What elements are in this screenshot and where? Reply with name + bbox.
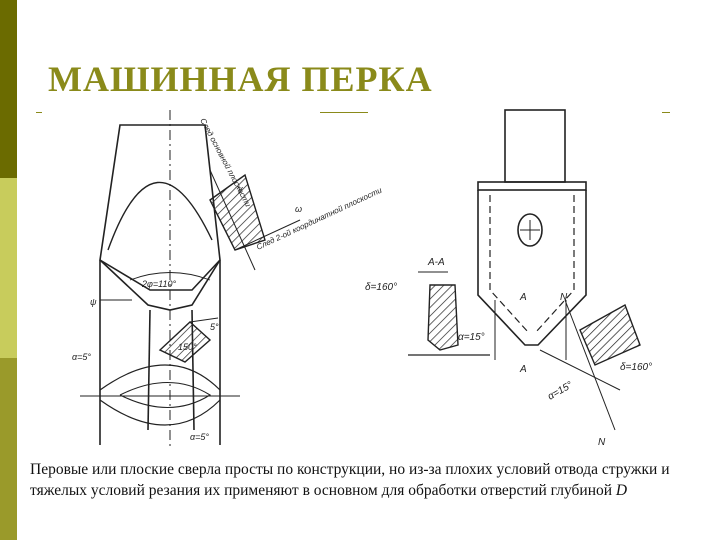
label-angle-psi: ψ bbox=[90, 297, 97, 307]
sidebar-decoration bbox=[0, 0, 17, 540]
section-aa-detail bbox=[408, 271, 490, 356]
label-alpha-5: α=5° bbox=[72, 352, 91, 362]
caption-symbol: D bbox=[615, 482, 628, 499]
label-point-n-bottom: N bbox=[598, 437, 606, 448]
label-delta-160-right: δ=160° bbox=[620, 362, 652, 373]
hatched-section-lower bbox=[158, 317, 219, 363]
drill-diagram: След основной плоскости След 2-ой коорди… bbox=[72, 109, 652, 450]
label-second-plane: След 2-ой координатной плоскости bbox=[255, 185, 384, 251]
slide-caption: Перовые или плоские сверла просты по кон… bbox=[30, 459, 670, 501]
sidebar-block-bottom bbox=[0, 358, 17, 540]
label-angle-gamma: γ bbox=[238, 184, 243, 194]
label-delta-160-left: δ=160° bbox=[365, 282, 397, 293]
slide-title: МАШИННАЯ ПЕРКА bbox=[48, 59, 433, 99]
label-section-aa: А-А bbox=[427, 257, 445, 268]
title-rule-right bbox=[662, 112, 670, 113]
label-point-a-bottom: А bbox=[519, 364, 527, 375]
label-alpha-5-bottom: α=5° bbox=[190, 432, 209, 442]
label-angle-5: 5° bbox=[210, 322, 219, 332]
label-alpha-15-left: α=15° bbox=[458, 332, 485, 343]
hatched-section-upper bbox=[209, 169, 301, 271]
label-angle-omega: ω bbox=[295, 204, 302, 214]
title-rule-middle bbox=[320, 112, 368, 113]
drill-side-view bbox=[477, 109, 587, 360]
label-point-n-top: N bbox=[560, 292, 568, 303]
sidebar-block-middle bbox=[0, 178, 17, 358]
title-rule-left bbox=[36, 112, 42, 113]
cutting-edge-detail bbox=[539, 299, 641, 431]
caption-text: Перовые или плоские сверла просты по кон… bbox=[30, 461, 670, 499]
label-alpha-15-right: α=15° bbox=[546, 380, 575, 403]
sidebar-block-top bbox=[0, 0, 17, 178]
label-angle-2phi: 2φ=110° bbox=[141, 279, 176, 289]
label-angle-150: 150° bbox=[178, 342, 197, 352]
label-point-a-top: А bbox=[519, 292, 527, 303]
